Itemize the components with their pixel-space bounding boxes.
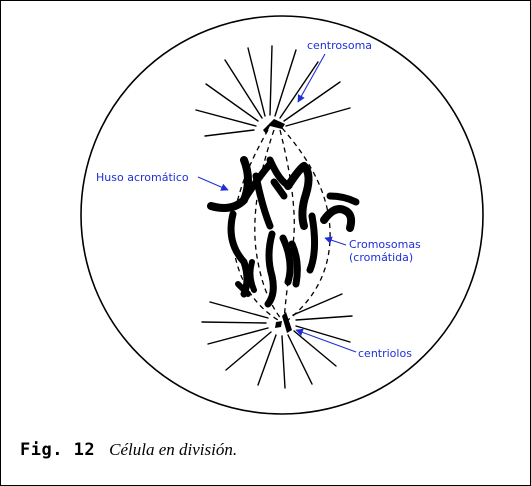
label-cromosomas-line2: (cromátida) xyxy=(349,251,413,264)
label-huso-acromatico: Huso acromático xyxy=(96,171,189,184)
annotation-arrows xyxy=(198,54,356,352)
label-cromosomas-line1: Cromosomas xyxy=(349,238,421,251)
lower-centrosome xyxy=(275,312,292,333)
figure-number: Fig. 12 xyxy=(20,440,95,460)
lower-aster-rays xyxy=(202,294,352,388)
figure-title: Célula en división. xyxy=(109,440,237,459)
label-centriolos: centriolos xyxy=(358,347,412,360)
chromosomes xyxy=(211,160,356,304)
huso-arrow xyxy=(198,177,228,190)
label-centrosoma: centrosoma xyxy=(307,39,372,52)
cell-membrane xyxy=(81,16,483,414)
figure-caption: Fig. 12 Célula en división. xyxy=(20,440,237,460)
cromosomas-arrow xyxy=(325,238,346,245)
